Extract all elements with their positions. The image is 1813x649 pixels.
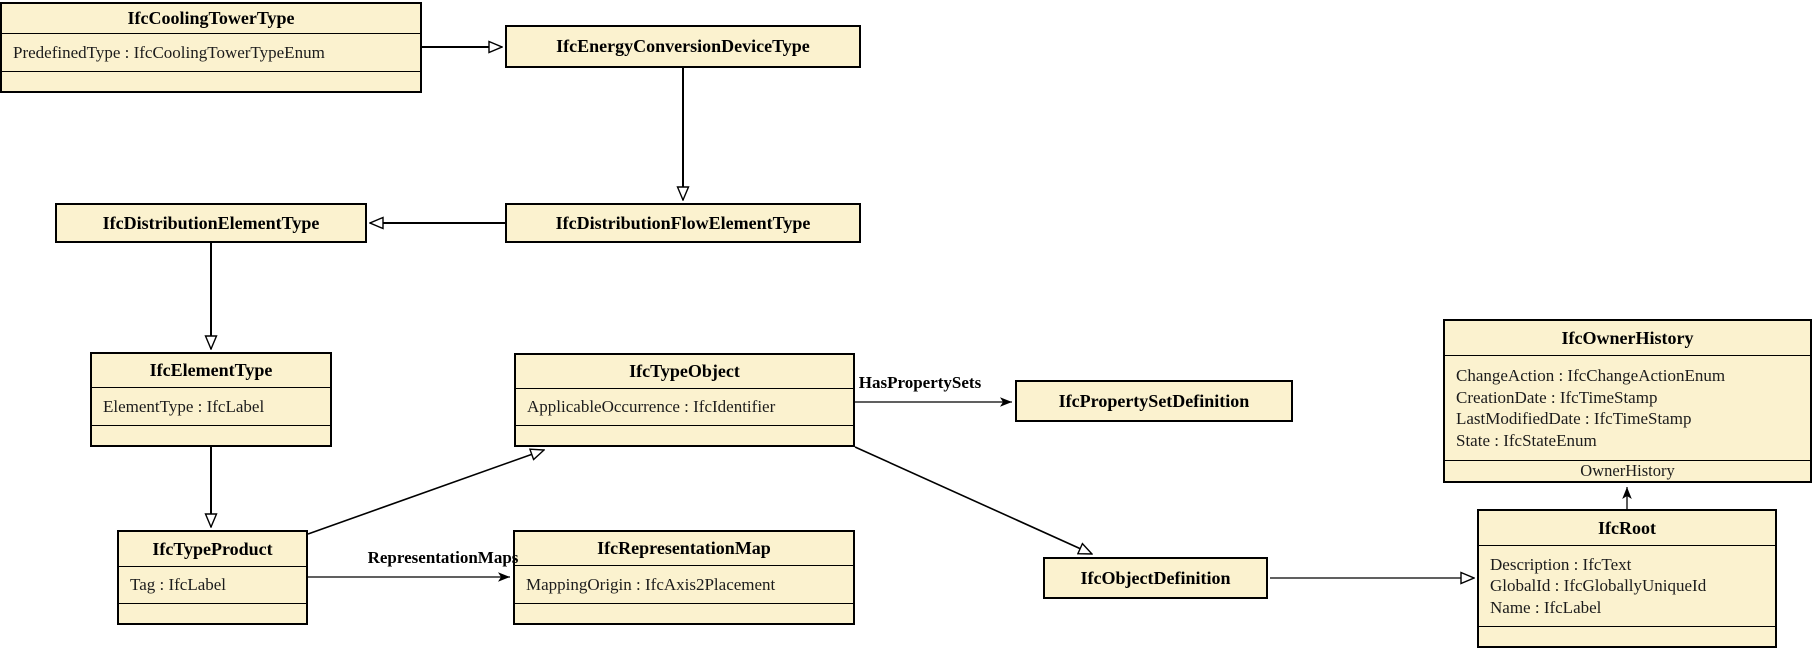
class-title: IfcObjectDefinition [1080, 567, 1231, 588]
class-title: IfcRoot [1598, 517, 1656, 538]
edge-generalization-typeproduct-to-typeobject [307, 450, 544, 535]
edge-generalization-typeobject-to-objectdefinition [854, 446, 1092, 554]
class-title: IfcEnergyConversionDeviceType [556, 36, 810, 56]
class-box-ifcownerhistory[interactable]: IfcOwnerHistory ChangeAction : IfcChange… [1443, 319, 1812, 483]
class-footer-compartment [515, 603, 853, 623]
class-attribute: LastModifiedDate : IfcTimeStamp [1456, 409, 1692, 428]
class-title: IfcTypeObject [629, 361, 740, 381]
class-box-ifcenergyconversiondevicetype[interactable]: IfcEnergyConversionDeviceType [505, 25, 861, 68]
haspropertysets-edge-label: HasPropertySets [858, 373, 982, 392]
class-title: IfcDistributionElementType [102, 212, 320, 233]
ownerhistory-association-label: OwnerHistory [1580, 461, 1675, 480]
class-footer-compartment [1479, 626, 1775, 646]
class-attribute: PredefinedType : IfcCoolingTowerTypeEnum [13, 42, 325, 62]
class-attribute: MappingOrigin : IfcAxis2Placement [526, 574, 776, 594]
class-box-ifctypeobject[interactable]: IfcTypeObject ApplicableOccurrence : Ifc… [514, 353, 855, 447]
class-box-ifcdistributionelementtype[interactable]: IfcDistributionElementType [55, 203, 367, 243]
class-footer-compartment: OwnerHistory [1445, 460, 1810, 481]
class-title: IfcTypeProduct [152, 538, 273, 559]
class-attributes: PredefinedType : IfcCoolingTowerTypeEnum [2, 33, 420, 71]
class-box-ifctypeproduct[interactable]: IfcTypeProduct Tag : IfcLabel [117, 530, 308, 625]
class-attributes: Tag : IfcLabel [119, 566, 306, 603]
class-box-ifcrepresentationmap[interactable]: IfcRepresentationMap MappingOrigin : Ifc… [513, 530, 855, 625]
class-attributes: MappingOrigin : IfcAxis2Placement [515, 565, 853, 603]
class-attribute: CreationDate : IfcTimeStamp [1456, 387, 1658, 407]
class-title: IfcDistributionFlowElementType [555, 212, 811, 233]
class-attribute: GlobalId : IfcGloballyUniqueId [1490, 576, 1707, 596]
representationmaps-edge-label: RepresentationMaps [367, 548, 519, 567]
class-footer-compartment [92, 425, 330, 445]
class-attribute: Description : IfcText [1490, 554, 1632, 574]
class-attribute: ElementType : IfcLabel [103, 396, 265, 416]
class-attribute: Name : IfcLabel [1490, 597, 1602, 617]
class-footer-compartment [119, 603, 306, 623]
class-box-ifccoolingtowertype[interactable]: IfcCoolingTowerType PredefinedType : Ifc… [0, 2, 422, 93]
class-box-ifcelementtype[interactable]: IfcElementType ElementType : IfcLabel [90, 352, 332, 447]
class-attribute: Tag : IfcLabel [130, 575, 227, 595]
class-title: IfcPropertySetDefinition [1058, 390, 1250, 411]
class-attribute: ChangeAction : IfcChangeActionEnum [1456, 366, 1726, 385]
class-box-ifcdistributionflowelementtype[interactable]: IfcDistributionFlowElementType [505, 203, 861, 243]
class-attributes: ElementType : IfcLabel [92, 387, 330, 425]
class-box-ifcpropertysetdefinition[interactable]: IfcPropertySetDefinition [1015, 380, 1293, 422]
class-attributes: ApplicableOccurrence : IfcIdentifier [516, 388, 853, 425]
class-footer-compartment [2, 71, 420, 91]
class-title: IfcCoolingTowerType [127, 8, 295, 28]
class-attributes: Description : IfcText GlobalId : IfcGlob… [1479, 545, 1775, 626]
class-box-ifcroot[interactable]: IfcRoot Description : IfcText GlobalId :… [1477, 509, 1777, 648]
class-attributes: ChangeAction : IfcChangeActionEnum Creat… [1445, 355, 1810, 460]
class-title: IfcElementType [149, 360, 273, 380]
class-title: IfcOwnerHistory [1561, 327, 1694, 348]
class-title: IfcRepresentationMap [597, 538, 771, 558]
class-attribute: State : IfcStateEnum [1456, 430, 1597, 450]
class-footer-compartment [516, 425, 853, 445]
class-box-ifcobjectdefinition[interactable]: IfcObjectDefinition [1043, 557, 1268, 599]
class-attribute: ApplicableOccurrence : IfcIdentifier [527, 397, 776, 417]
